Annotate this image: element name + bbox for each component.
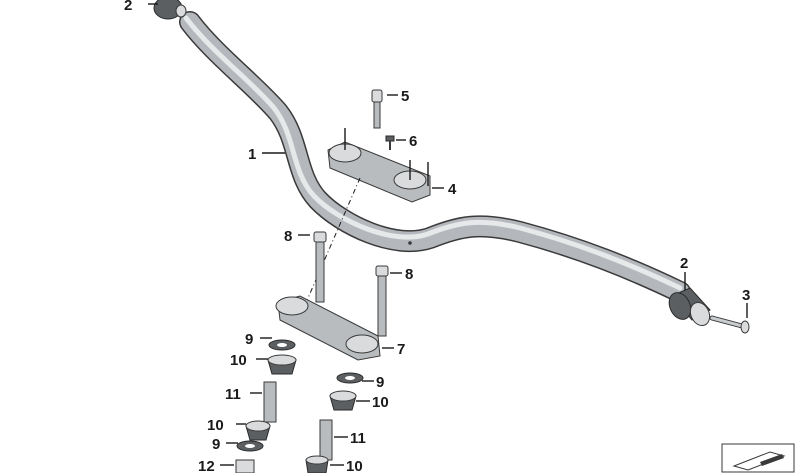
- callout-labels: 1 2 2 3 4 5 6 7 8 8 9 9 9 10 10 10 10 11…: [124, 0, 750, 473]
- callout-12: 12: [198, 458, 215, 473]
- upper-clamp: [327, 128, 431, 203]
- right-stack: [305, 372, 364, 473]
- callout-10-right-upper: 10: [372, 394, 389, 411]
- bar-end-screw: [709, 315, 750, 334]
- callout-11-left: 11: [225, 386, 241, 403]
- handlebar: [179, 11, 691, 303]
- callout-8-left: 8: [284, 228, 292, 245]
- long-bolt-right: [375, 265, 389, 337]
- callout-9-left-upper: 9: [245, 331, 253, 348]
- handlebar-riser: [275, 295, 381, 361]
- callout-11-right: 11: [350, 430, 366, 447]
- leader-lines: [148, 3, 748, 466]
- bar-end-weight-left: [153, 0, 187, 20]
- callout-10-left-lower: 10: [207, 417, 224, 434]
- long-bolt-left: [313, 231, 327, 303]
- callout-9-right: 9: [376, 374, 384, 391]
- callout-6: 6: [409, 133, 417, 150]
- callout-7: 7: [397, 341, 405, 358]
- callout-2-right: 2: [680, 255, 688, 272]
- corner-symbol: [721, 443, 795, 473]
- clamp-screw: [371, 89, 383, 129]
- callout-3: 3: [742, 287, 750, 304]
- small-screw: [385, 135, 395, 150]
- callout-10-left-upper: 10: [230, 352, 247, 369]
- callout-1: 1: [248, 146, 256, 163]
- callout-8-right: 8: [405, 266, 413, 283]
- left-stack: [235, 339, 297, 473]
- bar-end-weight-right: [668, 287, 711, 327]
- callout-10-right-lower: 10: [346, 458, 363, 473]
- callout-9-left-lower: 9: [212, 436, 220, 453]
- callout-4: 4: [448, 181, 457, 198]
- callout-5: 5: [401, 88, 409, 105]
- callout-2-left: 2: [124, 0, 132, 14]
